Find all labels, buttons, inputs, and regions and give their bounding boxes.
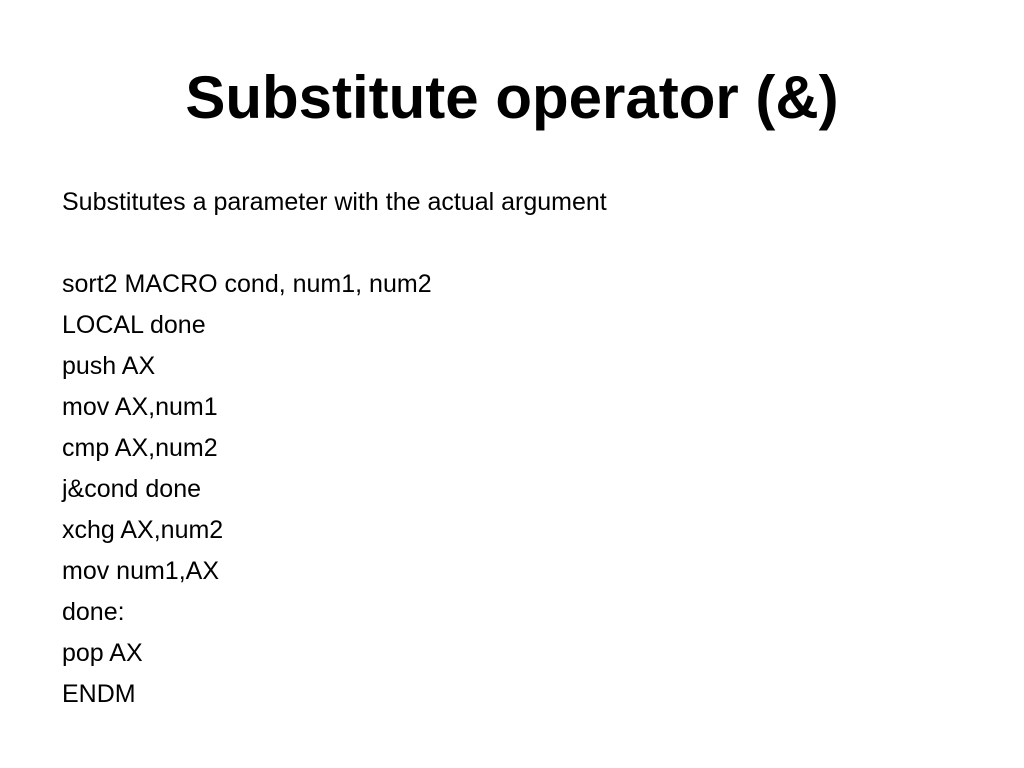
code-line-mov-load: mov AX,num1: [62, 393, 218, 421]
spacer: [62, 223, 962, 264]
slide-body: Substitutes a parameter with the actual …: [62, 182, 962, 715]
intro-text: Substitutes a parameter with the actual …: [62, 188, 607, 216]
code-line-jump: j&cond done: [62, 475, 202, 503]
code-line-label: done:: [62, 598, 125, 626]
code-line-macro-header: sort2 MACRO cond, num1, num2: [62, 270, 432, 298]
code-line-cmp: cmp AX,num2: [62, 434, 218, 462]
code-line-push: push AX: [62, 352, 156, 380]
code-line-local: LOCAL done: [62, 311, 206, 339]
code-line-xchg: xchg AX,num2: [62, 516, 224, 544]
code-line-mov-store: mov num1,AX: [62, 557, 220, 585]
code-line-endm: ENDM: [62, 680, 136, 708]
slide-title: Substitute operator (&): [185, 64, 839, 131]
code-line-pop: pop AX: [62, 639, 143, 667]
